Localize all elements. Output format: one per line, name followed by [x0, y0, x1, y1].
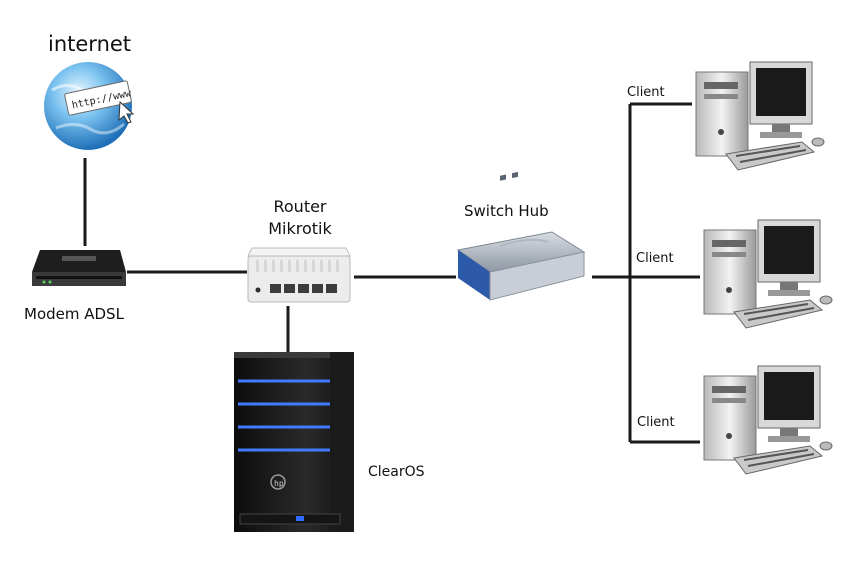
switch-icon	[456, 171, 586, 301]
computer-icon	[695, 61, 825, 171]
modem-icon	[32, 250, 126, 286]
svg-text:hp: hp	[274, 479, 284, 488]
computer-icon	[703, 365, 833, 475]
server-label: ClearOS	[368, 464, 425, 480]
client-label-1: Client	[627, 85, 665, 100]
router-label: Router Mikrotik	[268, 197, 332, 238]
client-label-2: Client	[636, 251, 674, 266]
globe-icon: http://www	[44, 62, 135, 150]
router-icon	[247, 247, 351, 303]
modem-label: Modem ADSL	[24, 305, 124, 323]
computer-icon	[703, 219, 833, 329]
internet-label: internet	[48, 32, 132, 56]
client-label-3: Client	[637, 415, 675, 430]
connection-lines	[83, 102, 700, 444]
switch-label: Switch Hub	[464, 202, 549, 220]
server-icon: hp	[234, 352, 354, 532]
